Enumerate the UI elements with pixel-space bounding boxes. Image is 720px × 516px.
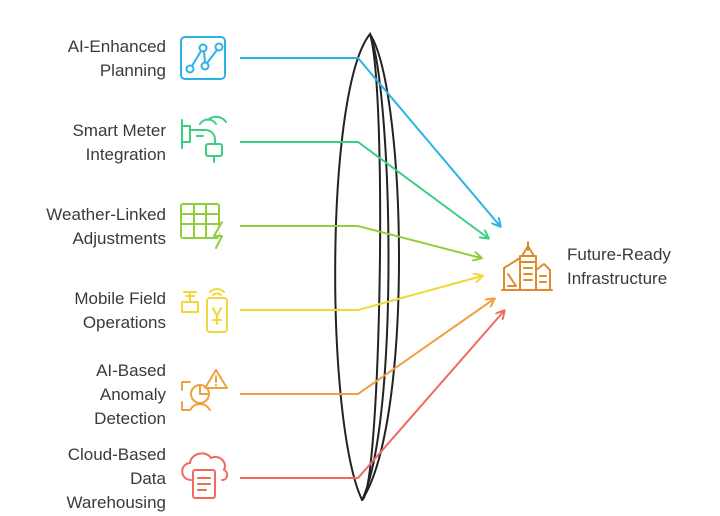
- anomaly-warning-icon: [181, 369, 228, 411]
- arrow-weather: [240, 225, 481, 258]
- label-future-ready: Future-Ready Infrastructure: [567, 245, 671, 288]
- label-cloud: Cloud-Based Data Warehousing: [66, 445, 166, 512]
- spreadsheet-lightning-icon: [180, 203, 223, 249]
- cloud-document-icon: [181, 452, 229, 499]
- network-graph-icon: [180, 36, 226, 80]
- smart-faucet-icon: [181, 115, 227, 163]
- arrow-anomaly: [240, 299, 494, 395]
- lens-shape: [334, 31, 400, 502]
- mobile-field-icon: [181, 288, 228, 333]
- label-anomaly: AI-Based Anomaly Detection: [94, 361, 166, 428]
- label-mobile-field: Mobile Field Operations: [74, 289, 166, 332]
- arrow-mobile-field: [240, 276, 482, 311]
- city-buildings-icon: [501, 241, 553, 291]
- arrows: [240, 57, 504, 479]
- label-weather: Weather-Linked Adjustments: [46, 205, 166, 248]
- arrow-cloud: [240, 311, 504, 479]
- arrow-ai-planning: [240, 57, 500, 226]
- label-ai-planning: AI-Enhanced Planning: [67, 37, 166, 80]
- arrow-smart-meter: [240, 141, 488, 238]
- label-smart-meter: Smart Meter Integration: [72, 121, 166, 164]
